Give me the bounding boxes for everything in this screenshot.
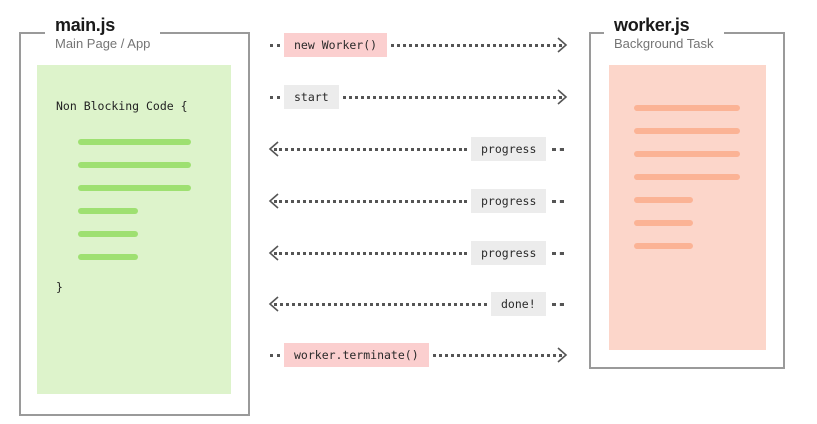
- worker-task-area: [609, 65, 766, 350]
- task-line: [634, 197, 693, 203]
- main-panel-title: main.js: [55, 15, 115, 35]
- message-row: progress: [268, 189, 568, 213]
- arrow-left-icon: [268, 296, 279, 312]
- message-label: done!: [491, 292, 546, 316]
- worker-panel-title: worker.js: [614, 15, 690, 35]
- dotted-connector: [552, 148, 564, 151]
- code-line: [78, 162, 191, 168]
- main-code-area: Non Blocking Code { }: [37, 65, 231, 394]
- main-panel-subtitle: Main Page / App: [55, 36, 151, 51]
- code-line: [78, 139, 191, 145]
- main-panel-header: main.js Main Page / App: [45, 14, 161, 52]
- message-label: worker.terminate(): [284, 343, 429, 367]
- task-line: [634, 220, 693, 226]
- message-label: progress: [471, 241, 547, 265]
- arrow-right-icon: [557, 347, 568, 363]
- task-line: [634, 174, 740, 180]
- dotted-connector: [270, 44, 280, 47]
- worker-panel-header: worker.js Background Task: [604, 14, 724, 52]
- dotted-connector: [391, 44, 562, 47]
- message-label: progress: [471, 137, 547, 161]
- dotted-connector: [274, 148, 467, 151]
- arrow-right-icon: [557, 89, 568, 105]
- arrow-left-icon: [268, 141, 279, 157]
- dotted-connector: [270, 96, 280, 99]
- arrow-left-icon: [268, 245, 279, 261]
- worker-panel-subtitle: Background Task: [614, 36, 714, 51]
- message-row: worker.terminate(): [268, 343, 568, 367]
- task-line: [634, 128, 740, 134]
- code-line: [78, 185, 191, 191]
- message-row: progress: [268, 137, 568, 161]
- code-open-text: Non Blocking Code {: [56, 99, 188, 113]
- dotted-connector: [274, 303, 487, 306]
- task-line: [634, 151, 740, 157]
- dotted-connector: [552, 252, 564, 255]
- task-line: [634, 243, 693, 249]
- arrow-right-icon: [557, 37, 568, 53]
- dotted-connector: [552, 200, 564, 203]
- message-row: progress: [268, 241, 568, 265]
- message-row: new Worker(): [268, 33, 568, 57]
- dotted-connector: [433, 354, 562, 357]
- message-row: done!: [268, 292, 568, 316]
- code-close-text: }: [56, 280, 63, 294]
- dotted-connector: [552, 303, 564, 306]
- code-line: [78, 231, 138, 237]
- dotted-connector: [274, 200, 467, 203]
- dotted-connector: [274, 252, 467, 255]
- dotted-connector: [270, 354, 280, 357]
- dotted-connector: [343, 96, 562, 99]
- message-label: progress: [471, 189, 547, 213]
- arrow-left-icon: [268, 193, 279, 209]
- message-label: start: [284, 85, 339, 109]
- code-line: [78, 208, 138, 214]
- task-line: [634, 105, 740, 111]
- message-row: start: [268, 85, 568, 109]
- message-label: new Worker(): [284, 33, 388, 57]
- code-line: [78, 254, 138, 260]
